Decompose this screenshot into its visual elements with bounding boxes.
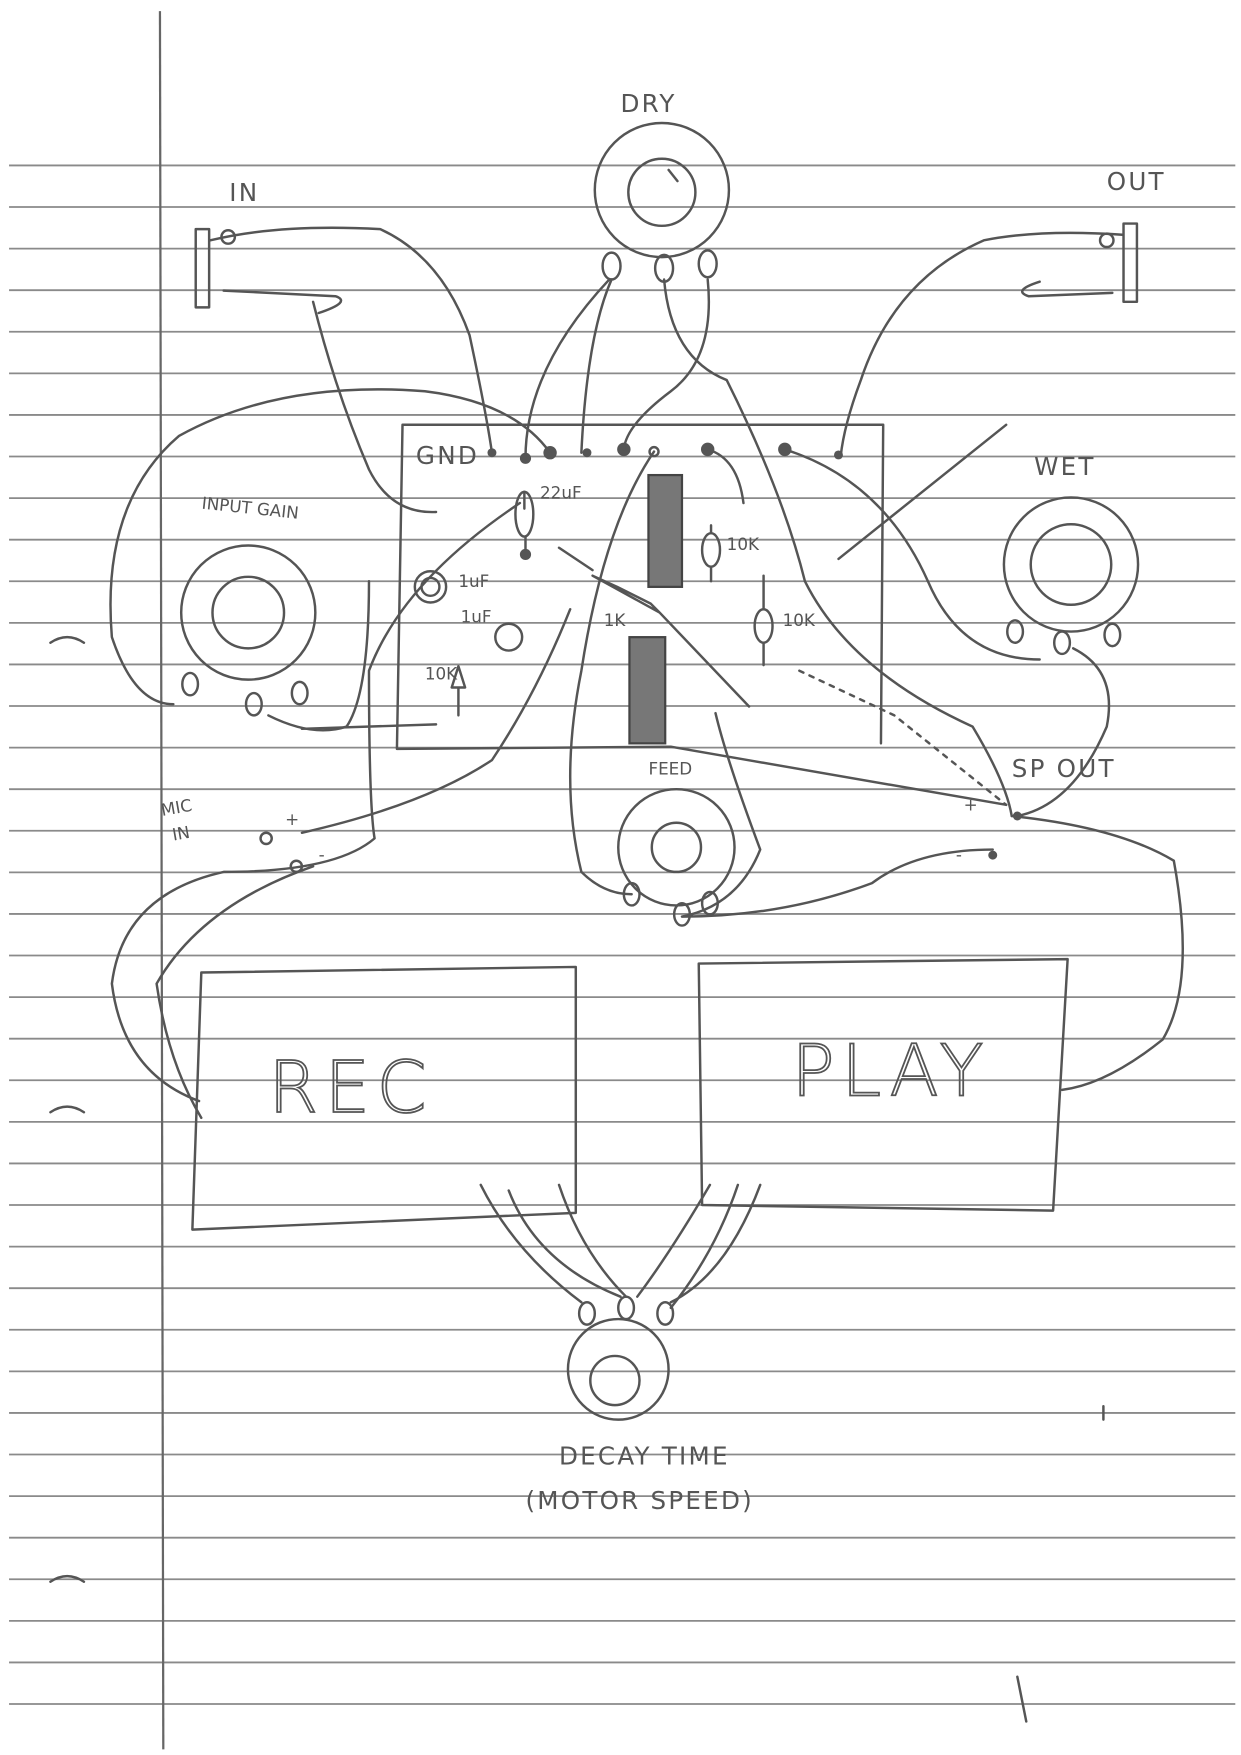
in-label: IN <box>229 178 259 207</box>
ruled-lines <box>9 164 1236 1705</box>
play-box: PLAY <box>697 957 1069 1212</box>
cap-1uf-b-label: 1uF <box>461 607 492 627</box>
gnd-label: GND <box>416 441 479 470</box>
wires <box>109 278 1184 1120</box>
res-10k-c-label: 10K <box>425 664 458 684</box>
dry-pot <box>593 121 731 283</box>
input-gain-pot: INPUT GAIN <box>179 493 317 717</box>
mic-minus-label: - <box>319 845 325 865</box>
play-label: PLAY <box>792 1029 991 1112</box>
res-10k-a-label: 10K <box>727 534 760 554</box>
res-10k-b-label: 10K <box>783 610 816 630</box>
in-jack <box>194 226 494 454</box>
sp-minus-label: - <box>956 845 962 865</box>
margin-line <box>158 11 165 1750</box>
circuit-board: GND 22uF 1uF 1uF 1K 10K 10K 10K <box>395 423 1008 807</box>
feed-pot: FEED <box>617 759 736 927</box>
wet-pot: WET <box>1002 452 1140 656</box>
mic-in-label-2: IN <box>171 822 192 845</box>
sp-plus-label: + <box>964 794 978 814</box>
mic-plus-label: + <box>285 809 299 829</box>
motor-speed-label: (MOTOR SPEED) <box>525 1486 753 1515</box>
dry-label: DRY <box>621 89 677 118</box>
mic-in-label-1: MIC <box>159 795 193 820</box>
decay-time-label: DECAY TIME <box>559 1441 730 1470</box>
input-gain-label: INPUT GAIN <box>201 493 300 523</box>
rec-label: REC <box>268 1046 433 1129</box>
out-jack <box>839 222 1139 458</box>
wet-label: WET <box>1034 452 1096 481</box>
cap-1uf-a-label: 1uF <box>458 571 489 591</box>
out-label: OUT <box>1107 167 1166 196</box>
decay-time-pot: DECAY TIME (MOTOR SPEED) <box>479 1183 762 1515</box>
rec-box: REC <box>191 965 578 1231</box>
mic-in: MIC IN + - <box>159 795 325 874</box>
sp-out-label: SP OUT <box>1012 754 1116 783</box>
cap-22uf-label: 22uF <box>540 483 582 503</box>
feed-label: FEED <box>648 759 692 779</box>
res-1k-label: 1K <box>604 610 627 630</box>
